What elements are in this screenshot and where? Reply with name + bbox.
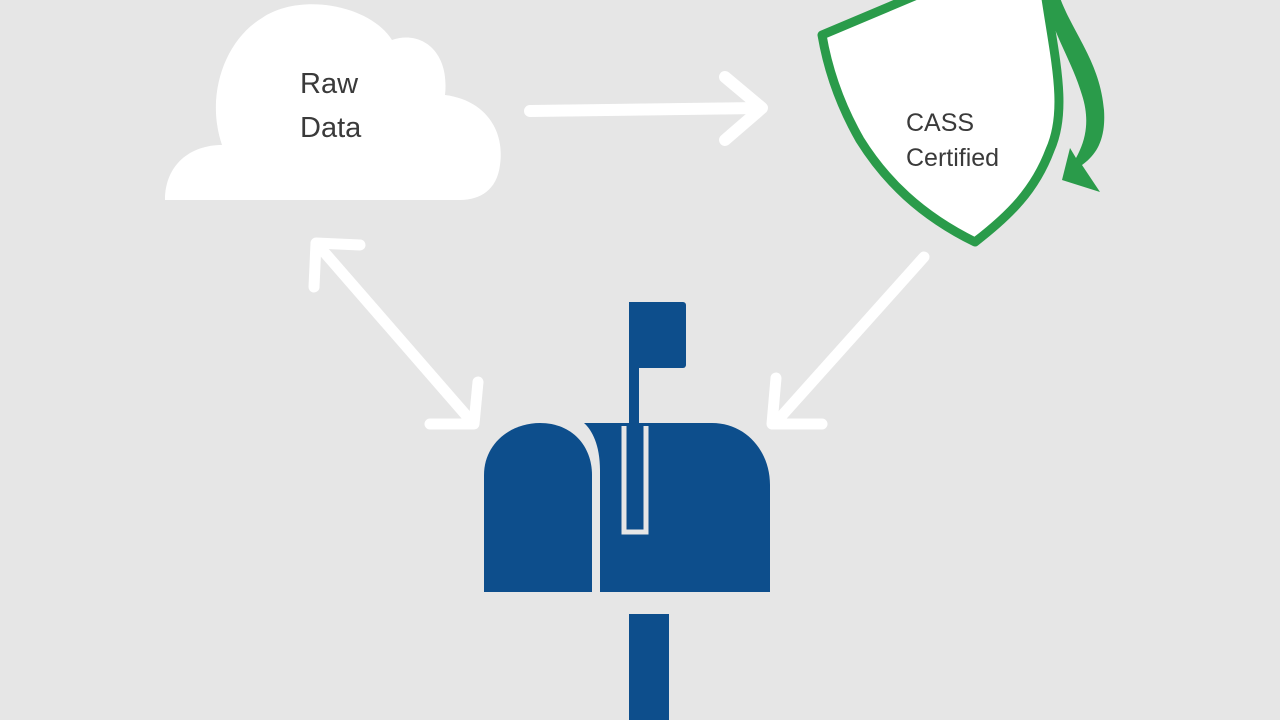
mailbox-icon	[484, 302, 770, 720]
cass-certified-label: CASS Certified	[906, 106, 999, 176]
cass-certified-label-line1: CASS	[906, 109, 975, 137]
raw-data-label-line1: Raw	[300, 68, 359, 100]
raw-data-label-line2: Data	[300, 112, 362, 144]
cass-certified-label-line2: Certified	[906, 144, 1000, 172]
mailbox-details	[480, 423, 775, 612]
shield-icon	[817, 0, 1105, 247]
arrow-cloud-mailbox	[308, 237, 484, 430]
arrow-shield-to-mailbox	[766, 251, 930, 430]
cloud-icon	[165, 4, 501, 200]
raw-data-label: Raw Data	[300, 62, 361, 150]
arrow-cloud-to-shield	[524, 71, 768, 146]
